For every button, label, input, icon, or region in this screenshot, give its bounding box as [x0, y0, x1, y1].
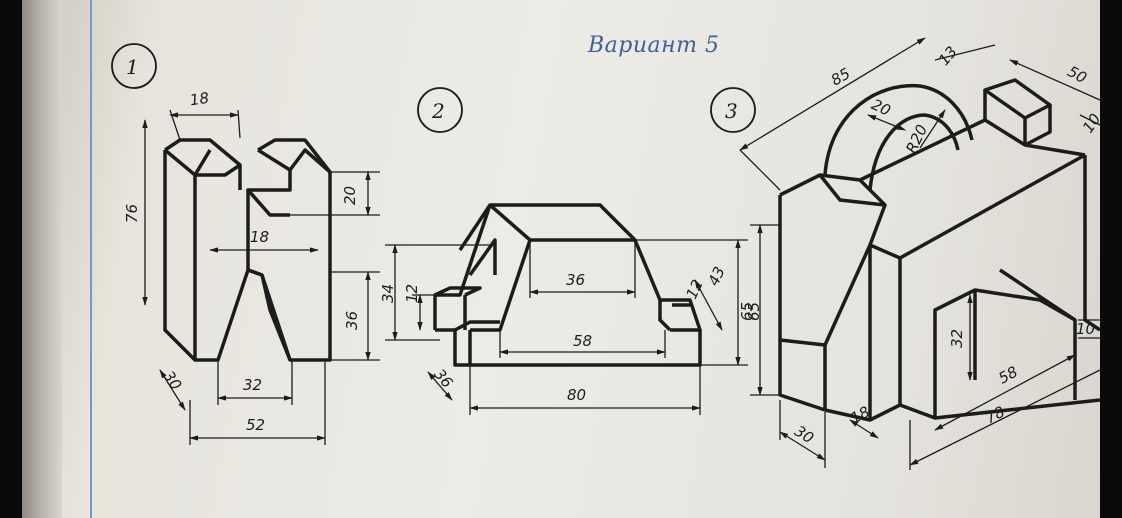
figure-2: 2	[379, 87, 763, 415]
figure-1-dim-height: 76	[123, 204, 141, 223]
figure-3-dim-height: 65	[738, 302, 756, 321]
figure-2-dim-right-small: 12	[682, 277, 706, 302]
figure-2-dim-depth: 36	[430, 365, 456, 391]
figure-3-dim-depth: 30	[791, 422, 817, 447]
figure-2-dim-mid-width: 58	[573, 332, 592, 350]
figure-3-dim-radius: R20	[902, 122, 931, 156]
figure-3-dim-top-small: 13	[935, 43, 961, 69]
figure-1-dim-width: 52	[246, 416, 265, 434]
figure-1-dim-bottom-gap: 32	[243, 376, 262, 394]
figure-2-dim-right-height: 43	[704, 264, 728, 289]
page-margin-line	[90, 0, 92, 518]
figure-1-dim-mid-gap: 18	[250, 228, 269, 246]
figure-2-number: 2	[431, 99, 445, 123]
figure-1-body	[163, 138, 332, 362]
figure-3-dim-right-edge: 10	[1079, 110, 1105, 136]
figure-3: 3	[710, 37, 1105, 470]
figure-2-dim-left-height: 34	[379, 284, 397, 303]
figure-3-dim-inner-height: 32	[948, 329, 966, 348]
variant-title: Вариант 5	[588, 33, 720, 58]
figure-1: 1	[111, 43, 380, 445]
figure-1-dim-depth: 30	[159, 367, 185, 393]
figure-2-dim-base-width: 80	[567, 386, 586, 404]
figure-2-dimension-lines	[385, 239, 748, 415]
figure-3-dim-right-step: 10	[1076, 320, 1095, 338]
figure-1-number: 1	[126, 55, 139, 79]
figure-2-number-circle	[417, 87, 463, 133]
figure-3-body	[778, 78, 1101, 422]
page-binding-shadow	[22, 0, 62, 518]
figure-2-dim-left-step: 12	[403, 284, 421, 303]
figure-3-number: 3	[725, 99, 738, 123]
figure-3-dim-top-right: 50	[1064, 62, 1089, 87]
figure-3-dim-inner-width: 58	[995, 363, 1020, 388]
figure-1-dim-right-notch: 20	[341, 186, 359, 205]
figure-1-number-circle	[111, 43, 157, 89]
figure-3-dimension-lines	[739, 37, 1101, 470]
figure-1-dimension-lines	[142, 109, 380, 445]
figure-1-dim-lower-right: 36	[343, 311, 361, 330]
figure-1-dim-top-slot: 18	[189, 89, 210, 109]
figure-3-dim-base: 78	[982, 403, 1007, 428]
figure-2-dim-top-width: 36	[566, 271, 585, 289]
figure-3-dim-arc-length: 85	[828, 64, 854, 89]
